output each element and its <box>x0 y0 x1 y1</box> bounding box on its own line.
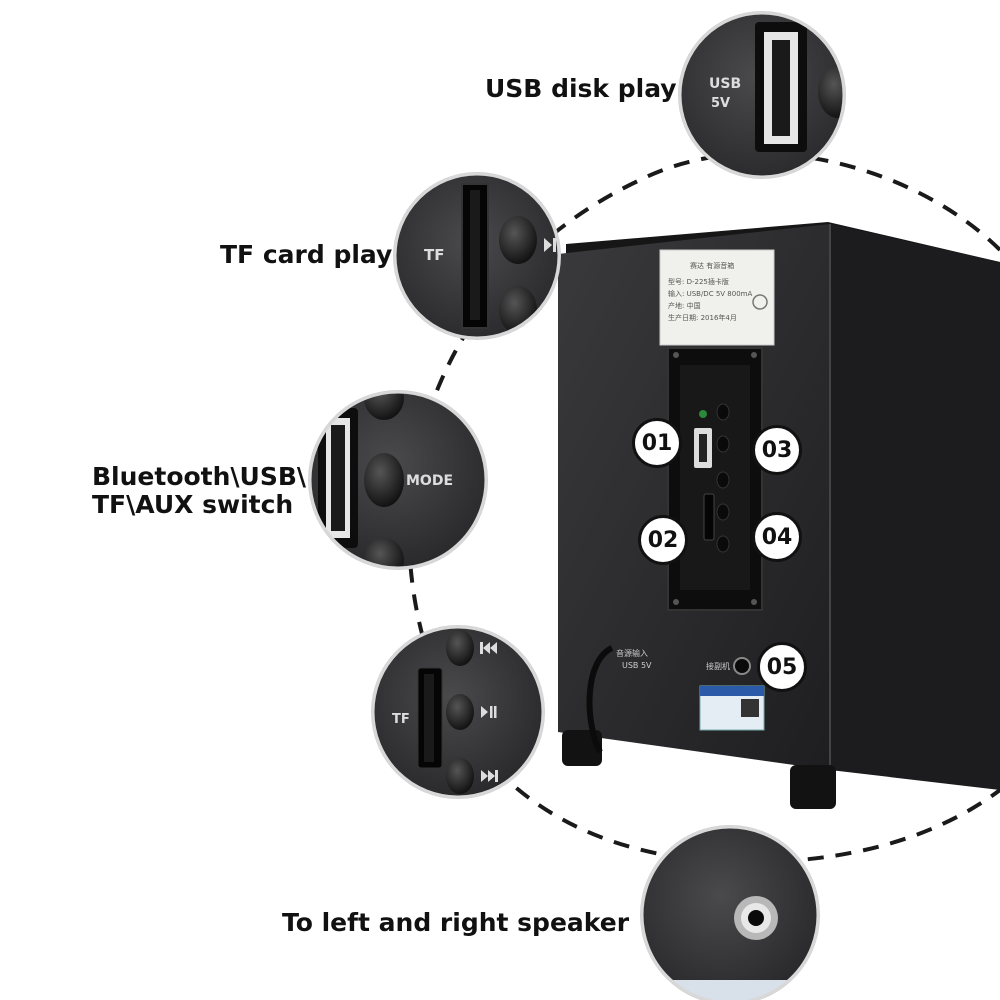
speaker-cabinet: 赛达 有源音箱 型号: D-225插卡版 输入: USB/DC 5V 800mA… <box>558 222 1000 809</box>
mode-label: MODE <box>406 473 454 489</box>
zoom-mode <box>308 390 488 570</box>
tf-label-2: TF <box>392 712 410 727</box>
svg-text:接副机: 接副机 <box>706 661 730 671</box>
caption-mode-switch-line1: Bluetooth\USB\ <box>92 462 307 491</box>
zoom-tf <box>393 172 561 340</box>
badge-02: 02 <box>638 515 688 565</box>
badge-01: 01 <box>632 418 682 468</box>
badge-05: 05 <box>757 642 807 692</box>
svg-text:输入: USB/DC 5V 800mA: 输入: USB/DC 5V 800mA <box>668 289 752 298</box>
caption-output-speaker: To left and right speaker <box>282 908 630 937</box>
badge-03: 03 <box>752 425 802 475</box>
badge-03-text: 03 <box>761 437 793 463</box>
svg-text:型号: D-225插卡版: 型号: D-225插卡版 <box>668 277 729 286</box>
svg-text:赛达 有源音箱: 赛达 有源音箱 <box>690 261 734 270</box>
svg-text:生产日期: 2016年4月: 生产日期: 2016年4月 <box>668 313 737 322</box>
usb-label-line2: 5V <box>711 96 731 111</box>
badge-05-text: 05 <box>766 654 798 680</box>
zoom-output-jack <box>640 825 820 1000</box>
badge-04: 04 <box>752 512 802 562</box>
svg-text:USB 5V: USB 5V <box>622 661 652 670</box>
caption-mode-switch-line2: TF\AUX switch <box>92 490 294 519</box>
svg-text:产地: 中国: 产地: 中国 <box>668 301 701 310</box>
badge-02-text: 02 <box>647 527 679 553</box>
badge-01-text: 01 <box>641 430 673 456</box>
svg-text:音源输入: 音源输入 <box>616 648 648 658</box>
tf-label: TF <box>424 246 445 264</box>
badge-04-text: 04 <box>761 524 793 550</box>
zoom-usb <box>678 11 846 179</box>
caption-tf-card-play: TF card play <box>220 240 393 269</box>
caption-usb-disk-play: USB disk play <box>485 74 677 103</box>
usb-label-line1: USB <box>709 76 742 92</box>
zoom-playback <box>371 625 545 799</box>
